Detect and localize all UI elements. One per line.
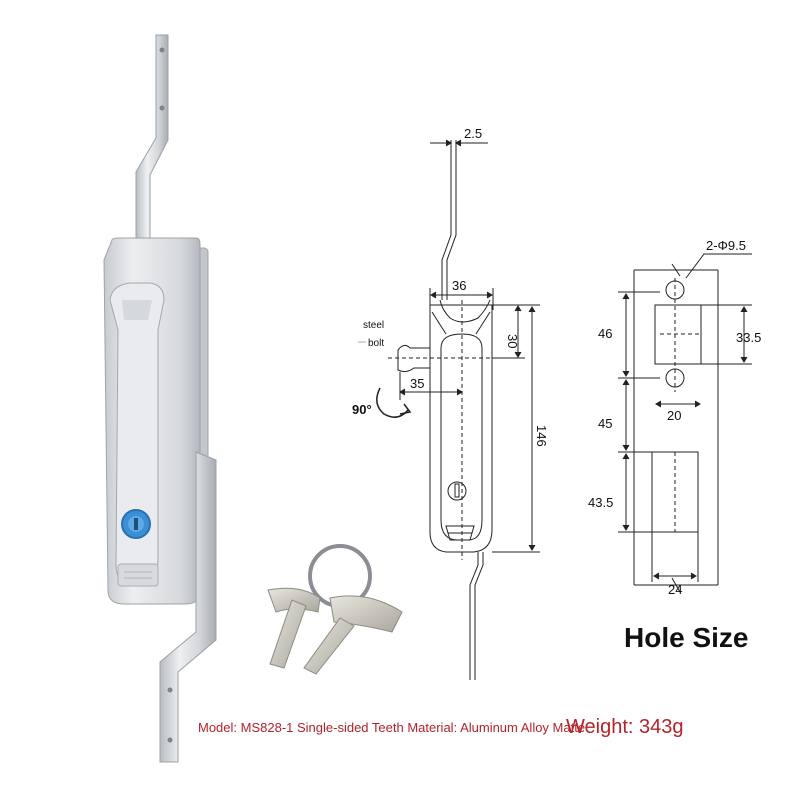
dim-20: 20 [667, 408, 681, 423]
dim-43-5: 43.5 [588, 495, 613, 510]
technical-drawing [376, 139, 540, 680]
dim-holes: 2-Φ9.5 [706, 238, 746, 253]
label-steel: steel [363, 320, 384, 331]
dim-offset: 35 [410, 376, 424, 391]
dim-45: 45 [598, 416, 612, 431]
dim-46: 46 [598, 326, 612, 341]
lock-photo [103, 34, 217, 763]
product-weight: Weight: 343g [566, 716, 684, 738]
keys [267, 544, 403, 675]
lower-rod [159, 451, 217, 763]
dim-width: 36 [452, 278, 466, 293]
upper-rod [135, 34, 169, 251]
product-caption: Model: MS828-1 Single-sided Teeth Materi… [198, 720, 586, 735]
label-angle: 90° [352, 402, 372, 417]
hole-size-title: Hole Size [624, 622, 749, 653]
dim-thickness: 2.5 [464, 126, 482, 141]
dim-handle-top: 30 [505, 334, 520, 348]
dim-33-5: 33.5 [736, 330, 761, 345]
label-bolt: bolt [368, 338, 384, 349]
hole-size-drawing [618, 253, 752, 593]
dim-24: 24 [668, 582, 682, 597]
dim-height: 146 [534, 425, 549, 447]
